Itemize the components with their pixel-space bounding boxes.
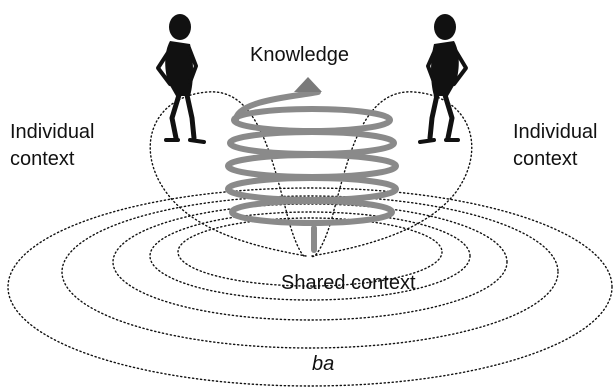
ba-ring-inner <box>177 217 443 287</box>
person-left-legs <box>169 92 197 141</box>
person-left-torso <box>165 41 193 96</box>
person-left-figure <box>156 14 206 144</box>
ba-rings <box>7 187 613 387</box>
individual-context-left-line-2: context <box>10 148 75 170</box>
ba-label: ba <box>312 353 335 375</box>
ba-ring-3 <box>112 203 508 321</box>
spiral-coil-3 <box>225 152 399 180</box>
person-right-arms <box>426 46 468 86</box>
person-left-head <box>169 14 191 40</box>
individual-context-right-loop <box>310 91 473 258</box>
spiral-coil-4 <box>227 129 397 157</box>
individual-context-left-loop <box>149 91 308 258</box>
person-left-feet <box>164 138 206 144</box>
person-right-torso <box>431 41 459 96</box>
spiral-top-curve <box>233 89 321 123</box>
individual-context-left-label: Individual context <box>10 119 95 173</box>
ba-ring-2 <box>61 195 559 349</box>
shared-context-label: Shared context <box>281 272 416 294</box>
person-right-figure <box>418 14 468 144</box>
knowledge-arrow-head <box>294 77 322 92</box>
individual-context-left-line-1: Individual <box>10 121 95 143</box>
ba-ring-4 <box>149 211 471 301</box>
person-left-arms <box>156 46 198 86</box>
spiral-coil-2 <box>225 175 399 203</box>
ba-ring-outer <box>7 187 613 387</box>
spiral-coil-5 <box>231 106 393 134</box>
person-right-legs <box>427 92 455 141</box>
knowledge-label: Knowledge <box>250 44 349 66</box>
person-right-head <box>434 14 456 40</box>
individual-context-right-line-1: Individual <box>513 121 598 143</box>
knowledge-spiral <box>225 89 399 253</box>
individual-context-right-label: Individual context <box>513 119 598 173</box>
person-right-feet <box>418 138 460 144</box>
individual-context-loops <box>149 91 473 258</box>
individual-context-right-line-2: context <box>513 148 578 170</box>
